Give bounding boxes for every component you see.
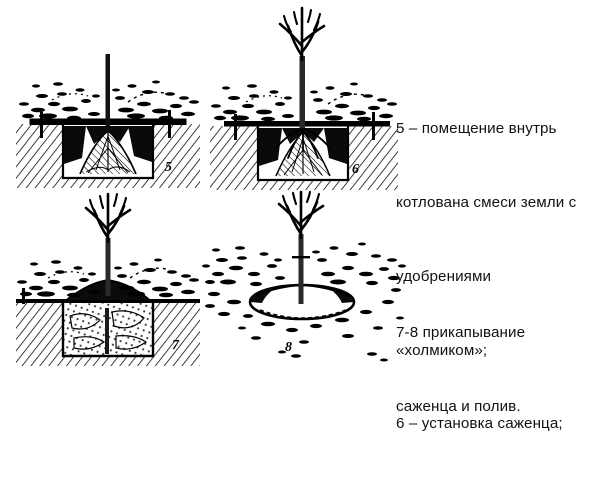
sapling (277, 190, 325, 304)
caption-line: саженца и полив. (396, 397, 521, 415)
soil-mound (79, 128, 137, 175)
panel-6-sapling-placed (196, 0, 411, 196)
panel-number-6: 6 (352, 162, 359, 177)
planting-diagram: 5 6 7 8 5 – помещение внутрь котлована с… (8, 0, 577, 432)
caption-steps-7-8: 7-8 прикапывание саженца и полив. (396, 272, 600, 469)
ground-line (16, 299, 200, 303)
board-pegs (234, 112, 375, 140)
caption-line: 7-8 прикапывание (396, 324, 526, 342)
sapling (84, 192, 132, 296)
caption-line: удобрениями (396, 267, 492, 285)
panel-number-5: 5 (165, 160, 172, 175)
planting-stake (105, 54, 110, 126)
planting-board (224, 121, 390, 127)
panel-8-watering-basin (196, 190, 411, 375)
surface-mulch (202, 242, 406, 362)
panel-5-pit-with-mound (8, 6, 208, 196)
backfilled-pit (61, 302, 155, 358)
panel-7-backfilled (8, 190, 208, 375)
pit-dark-walls (259, 128, 347, 166)
sapling (278, 6, 326, 128)
board-pegs (40, 110, 171, 138)
left-peg (22, 288, 25, 304)
surface-mulch (17, 258, 199, 298)
caption-line: 5 – помещение внутрь (396, 120, 557, 138)
panel-number-7: 7 (172, 338, 179, 353)
pit-dark-walls (64, 126, 152, 164)
sapling-roots (275, 127, 331, 159)
surface-mulch (19, 80, 199, 121)
panel-number-8: 8 (285, 340, 292, 355)
surface-mulch (211, 82, 397, 122)
caption-line: «холмиком»; (396, 341, 488, 359)
caption-line: котлована смеси земли с (396, 193, 577, 211)
